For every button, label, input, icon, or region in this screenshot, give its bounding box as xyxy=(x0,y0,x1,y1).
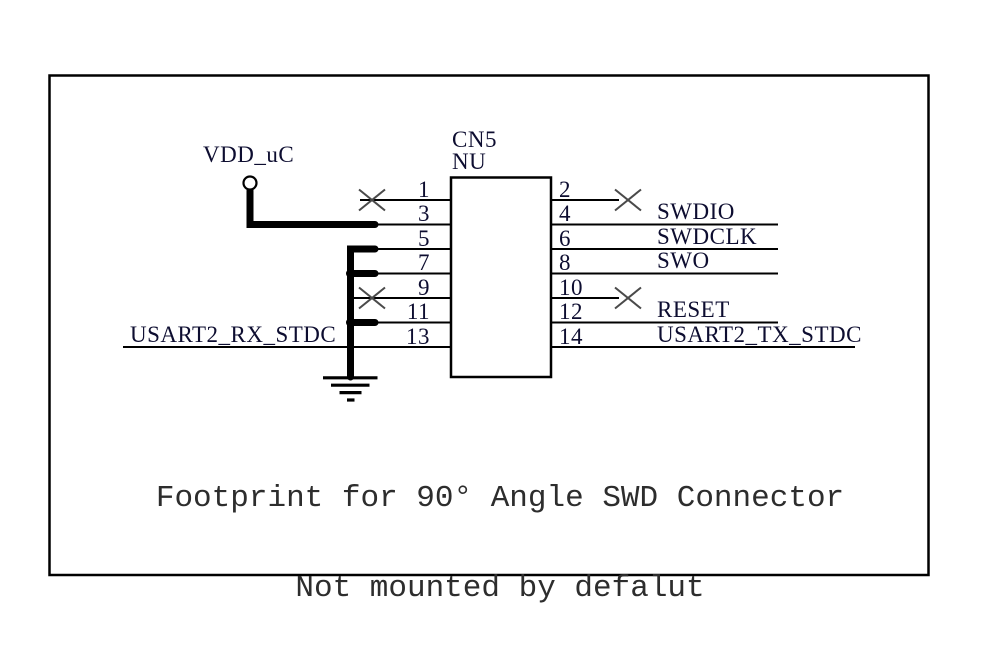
vdd-power-port-icon xyxy=(242,175,258,191)
caption-line-1: Footprint for 90° Angle SWD Connector xyxy=(155,481,845,516)
no-connect-x-icon-pin2 xyxy=(614,188,642,212)
pin-number-13: 13 xyxy=(406,323,430,349)
left-pin-wires xyxy=(123,199,451,348)
drawing-caption: Footprint for 90° Angle SWD Connector No… xyxy=(90,424,910,646)
no-connect-marks xyxy=(358,188,642,310)
no-connect-x-icon-pin10 xyxy=(614,286,642,310)
pin-number-2: 2 xyxy=(559,176,571,202)
no-connect-x-icon-pin1 xyxy=(358,188,386,212)
vdd-thick-wire xyxy=(246,187,379,228)
pin-number-6: 6 xyxy=(559,225,571,251)
pin-number-8: 8 xyxy=(559,250,571,275)
junction-dot-pin7 xyxy=(346,269,355,278)
drawing-border xyxy=(48,74,930,577)
connector-body xyxy=(449,176,553,379)
no-connect-x-icon-pin9 xyxy=(358,286,386,310)
pin-number-3: 3 xyxy=(418,201,430,226)
pin-number-14: 14 xyxy=(559,323,583,349)
net-label-usart2-tx-stdc: USART2_TX_STDC xyxy=(657,322,862,347)
power-net-label: VDD_uC xyxy=(203,142,295,167)
right-pin-wires xyxy=(551,199,855,348)
pin-number-5: 5 xyxy=(418,225,430,251)
net-label-reset: RESET xyxy=(657,297,730,322)
ground-bus-wire xyxy=(347,245,379,381)
net-label-usart2-rx-stdc: USART2_RX_STDC xyxy=(130,322,337,347)
component-variant-nu: NU xyxy=(452,149,487,174)
net-label-swo: SWO xyxy=(657,248,710,273)
pin-number-10: 10 xyxy=(559,274,583,300)
pin-number-9: 9 xyxy=(418,274,430,300)
pin-number-11: 11 xyxy=(406,299,430,324)
pin-number-4: 4 xyxy=(559,201,571,226)
net-label-swdio: SWDIO xyxy=(657,199,735,224)
component-designator: CN5 xyxy=(452,127,497,152)
pin-number-12: 12 xyxy=(559,299,583,324)
junction-dot-pin11 xyxy=(346,318,355,327)
ground-symbol-icon xyxy=(323,376,378,402)
pin-number-1: 1 xyxy=(418,176,430,202)
caption-line-2: Not mounted by defalut xyxy=(295,571,705,606)
pin-number-7: 7 xyxy=(418,250,430,275)
net-label-swdclk: SWDCLK xyxy=(657,224,758,249)
